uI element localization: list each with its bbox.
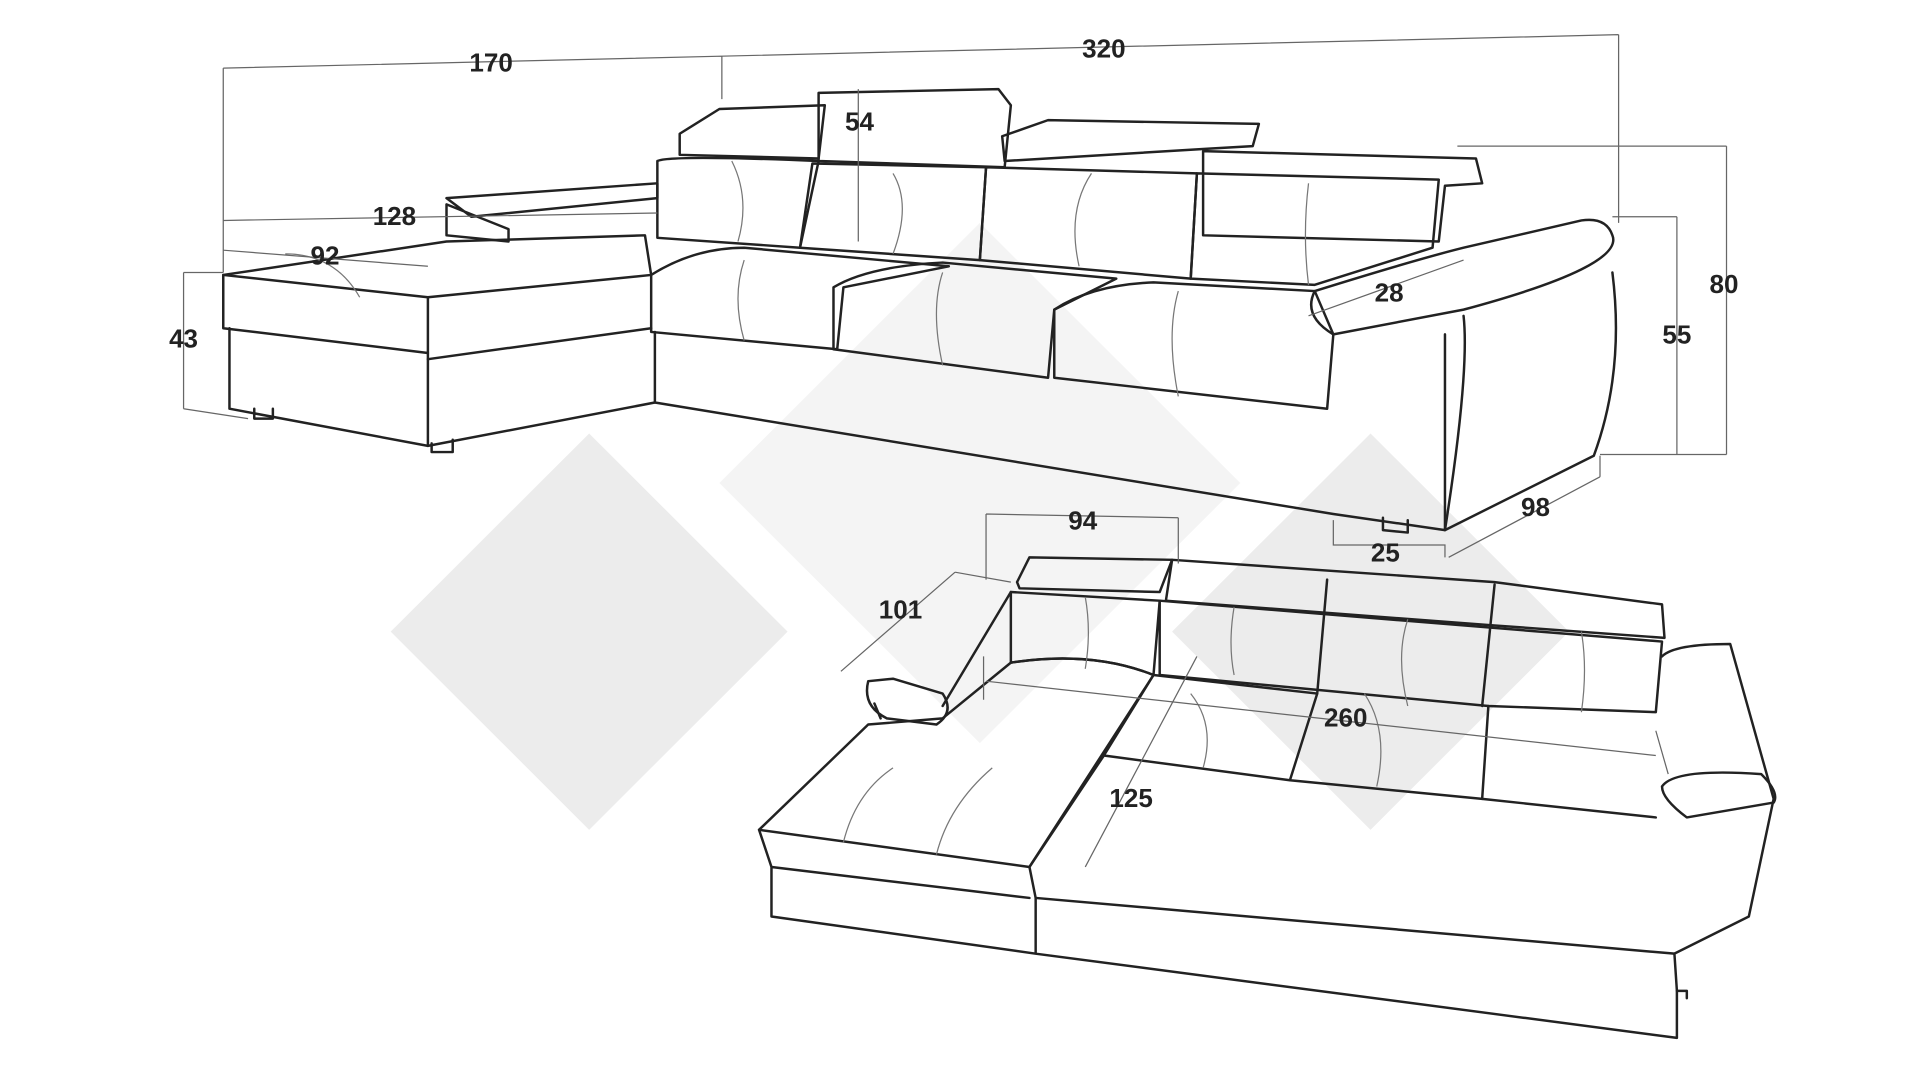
label-armrest-28: 28 [1375,278,1404,308]
label-seat-height-43: 43 [169,323,198,353]
label-headrest-94: 94 [1068,506,1097,536]
label-depth-98: 98 [1521,492,1550,522]
sofa-assembled-drawing [222,87,1618,534]
sofa-bed-drawing [757,556,1777,1040]
label-bed-260: 260 [1324,702,1367,732]
dimension-lines [182,34,1728,558]
watermark-logo [390,222,1569,830]
label-headrest-54: 54 [845,107,874,137]
label-height-80: 80 [1710,269,1739,299]
label-leg-25: 25 [1371,538,1400,568]
label-chaise-92: 92 [310,241,339,271]
label-chaise-128: 128 [373,201,416,231]
label-arm-height-55: 55 [1662,320,1691,350]
label-width-170: 170 [469,47,512,77]
label-bed-125: 125 [1109,783,1152,813]
label-chaise-101: 101 [879,595,922,625]
label-width-320: 320 [1082,34,1125,64]
dimension-labels: 170 320 54 128 92 43 28 55 80 98 25 94 1… [169,34,1738,813]
bed-dimension-lines [840,513,1669,868]
